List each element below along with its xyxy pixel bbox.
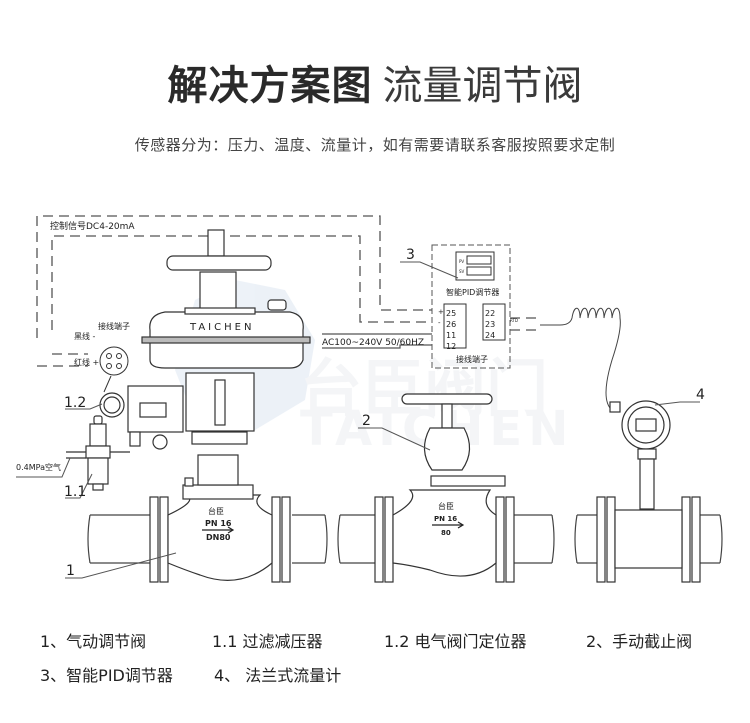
valve1-pn: PN 16 [205,519,232,528]
callout-1: 1 [66,563,75,579]
terminal-24: 24 [485,331,495,340]
wiring-terminal [99,346,129,393]
solution-diagram: 台臣阀门 TAICHEN 控制信号DC4-20mA AC100~240V 50/… [16,215,723,583]
black-wire-label: 黑线 - [74,331,96,341]
subtitle: 传感器分为：压力、温度、流量计，如有需要请联系客服按照要求定制 [134,136,616,154]
legend-item: 2、手动截止阀 [586,632,693,651]
valve2-brand: 台臣 [438,501,454,511]
red-wire-label: 红线 + [74,357,99,367]
flange-flowmeter [596,400,701,583]
coil-cable [540,307,621,411]
valve-positioner [99,385,184,450]
terminal-23: 23 [485,320,495,329]
pid-terminals-left: 25 26 11 12 [446,309,456,351]
callout-leaders [65,261,700,579]
callout-1-1: 1.1 [64,484,86,500]
pid-pv-label: PV [459,259,464,264]
valve2-pn: PN 16 [434,515,457,523]
diaphragm-actuator: TAICHEN [141,229,311,445]
terminal-26: 26 [446,320,456,329]
watermark-cn: 台臣阀门 [300,352,548,425]
legend-item: 4、 法兰式流量计 [214,666,342,685]
pid-label: 智能PID调节器 [446,287,499,297]
pid-sv-label: SV [459,269,465,274]
terminal-block-label: 接线端子 [98,321,130,331]
callout-1-2: 1.2 [64,395,86,411]
pid-minus: - [438,319,441,327]
terminal-11: 11 [446,331,456,340]
air-leader [16,457,71,478]
legend-item: 1.1 过滤减压器 [212,632,323,651]
legend-item: 1.2 电气阀门定位器 [384,632,527,651]
page-title: 解决方案图流量调节阀 [0,62,750,110]
callout-4: 4 [696,387,705,403]
pneumatic-control-valve: 台臣 PN 16 DN80 [149,454,291,583]
pipes [87,514,723,564]
title-bold: 解决方案图 [167,63,373,109]
pid-controller: PV SV 智能PID调节器 + - 25 26 11 12 22 23 24 … [431,244,518,369]
valve1-dn: DN80 [206,533,231,542]
pid-terminals-label: 接线端子 [456,354,488,364]
title-light: 流量调节阀 [382,63,583,109]
callout-3: 3 [406,247,415,263]
terminal-12: 12 [446,342,456,351]
control-signal-wiring [36,215,540,367]
manual-globe-valve: 台臣 PN 16 80 [374,393,515,583]
valve2-dn: 80 [441,529,451,537]
legend-item: 3、智能PID调节器 [40,666,173,685]
power-supply-label: AC100~240V 50/60HZ [322,338,424,348]
rtd-label: RTD [510,318,518,323]
callout-2: 2 [362,413,371,429]
valve1-brand: 台臣 [208,506,224,516]
actuator-brand: TAICHEN [189,322,254,333]
air-supply-label: 0.4MPa空气 [16,462,61,472]
terminal-25: 25 [446,309,456,318]
pid-terminals-right: 22 23 24 [485,309,495,340]
filter-regulator [66,415,130,491]
legend-item: 1、气动调节阀 [40,632,147,651]
power-wiring [322,333,432,349]
control-signal-label: 控制信号DC4-20mA [50,220,135,232]
callout-numbers: 1 1.1 1.2 2 3 4 [64,247,705,579]
pid-plus: + [438,308,444,316]
terminal-22: 22 [485,309,495,318]
